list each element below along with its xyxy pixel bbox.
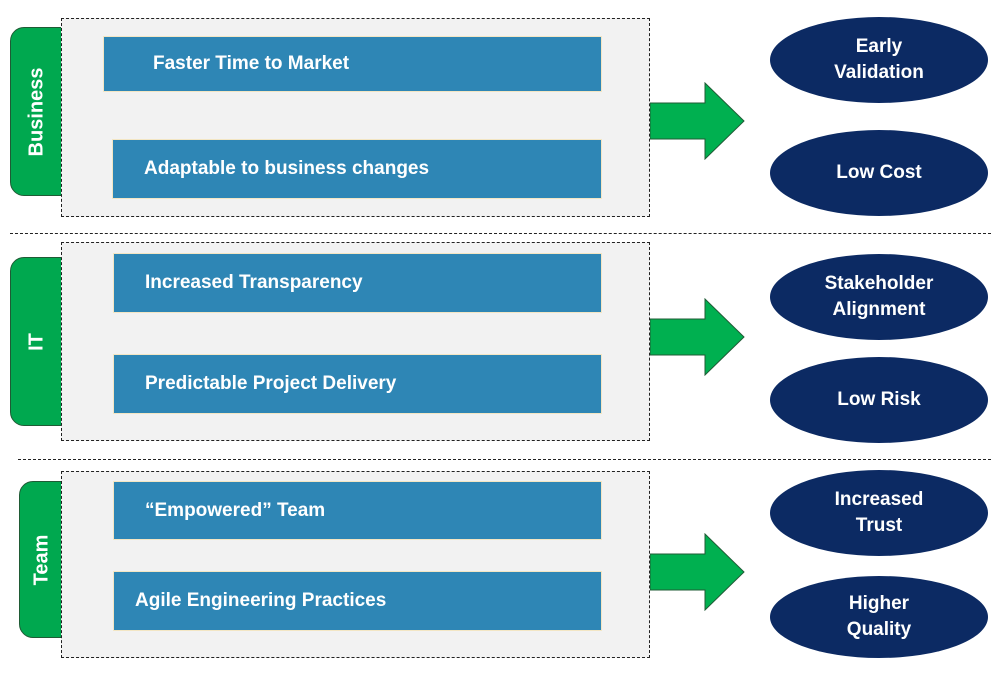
business-tab-label: Business bbox=[25, 67, 48, 156]
outcome-low-cost: Low Cost bbox=[770, 130, 988, 216]
outcome-line: Alignment bbox=[832, 299, 926, 320]
team-tab: Team bbox=[19, 481, 64, 638]
business-tab: Business bbox=[10, 27, 64, 196]
business-arrow-icon bbox=[650, 82, 745, 160]
outcome-line: Higher bbox=[848, 593, 910, 614]
team-item-empowered-team: “Empowered” Team bbox=[113, 481, 602, 540]
outcome-line: Increased bbox=[834, 489, 924, 510]
outcome-line: Quality bbox=[846, 619, 912, 640]
team-arrow-icon bbox=[650, 533, 745, 611]
outcome-line: Low Cost bbox=[836, 162, 922, 183]
outcome-line: Trust bbox=[855, 515, 903, 536]
team-tab-label: Team bbox=[30, 534, 52, 585]
outcome-line: Early bbox=[855, 36, 903, 57]
it-item-predictable-delivery: Predictable Project Delivery bbox=[113, 354, 602, 414]
it-tab-label: IT bbox=[25, 332, 48, 351]
outcome-line: Validation bbox=[834, 62, 924, 83]
team-item-agile-engineering: Agile Engineering Practices bbox=[113, 571, 602, 631]
section-divider bbox=[18, 459, 991, 460]
outcome-line: Low Risk bbox=[837, 389, 921, 410]
section-divider bbox=[10, 233, 991, 234]
business-item-adaptable: Adaptable to business changes bbox=[112, 139, 602, 199]
outcome-low-risk: Low Risk bbox=[770, 357, 988, 443]
it-item-increased-transparency: Increased Transparency bbox=[113, 253, 602, 313]
it-tab: IT bbox=[10, 257, 64, 426]
business-item-faster-time-to-market: Faster Time to Market bbox=[103, 36, 602, 92]
outcome-line: Stakeholder bbox=[824, 273, 934, 294]
it-arrow-icon bbox=[650, 298, 745, 376]
